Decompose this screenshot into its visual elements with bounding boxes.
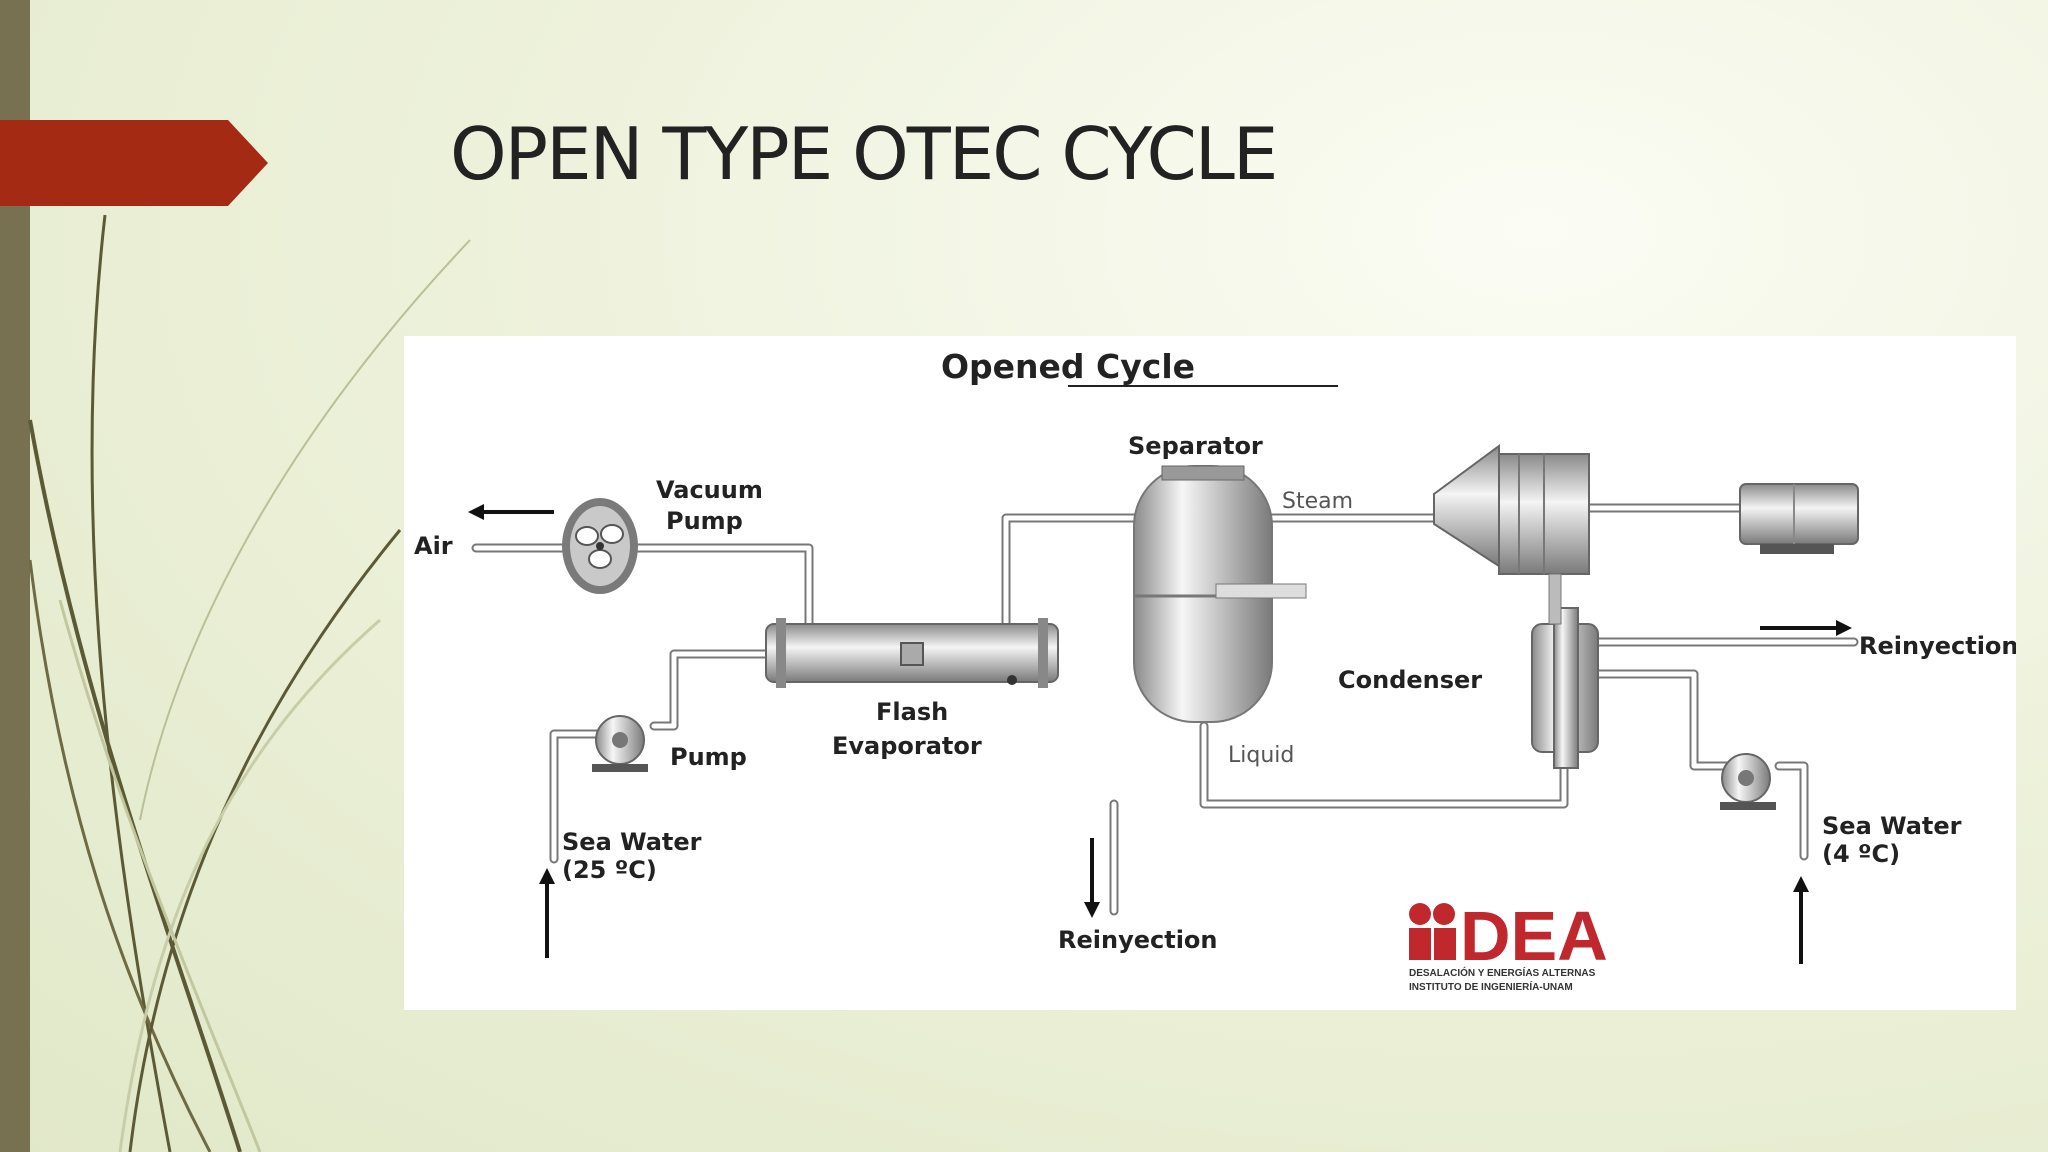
label-air: Air	[414, 532, 453, 560]
diagram-title: Opened Cycle	[941, 347, 1195, 386]
cold-water-pump-icon	[1720, 753, 1776, 810]
flow-arrows	[468, 504, 1852, 964]
otec-diagram-figure: Opened Cycle	[404, 336, 2016, 1010]
label-liquid: Liquid	[1228, 743, 1294, 768]
dea-logo-text: DEA	[1460, 897, 1608, 975]
turbine-icon	[1433, 444, 1590, 575]
label-flash-evaporator-2: Evaporator	[832, 732, 982, 760]
generator-icon	[1739, 483, 1859, 554]
dea-logo-line2: INSTITUTO DE INGENIERÍA-UNAM	[1409, 980, 1573, 993]
label-sea-water-cold-2: (4 ºC)	[1822, 840, 1900, 868]
label-steam: Steam	[1282, 489, 1353, 514]
label-flash-evaporator-1: Flash	[876, 698, 948, 726]
label-vacuum-pump-2: Pump	[666, 507, 743, 535]
label-separator: Separator	[1128, 432, 1263, 460]
decorative-grass-lines	[28, 214, 471, 1152]
label-reinyection-right: Reinyection	[1859, 632, 2016, 660]
condenser-icon	[1531, 573, 1599, 769]
dea-logo-line1: DESALACIÓN Y ENERGÍAS ALTERNAS	[1409, 966, 1596, 979]
pipes-inner	[473, 505, 1857, 914]
title-accent-tab	[0, 120, 268, 206]
label-sea-water-cold-1: Sea Water	[1822, 812, 1962, 840]
warm-water-pump-icon	[592, 715, 648, 772]
flash-evaporator-icon	[765, 618, 1059, 688]
otec-diagram: Opened Cycle	[414, 347, 2016, 993]
label-pump: Pump	[670, 743, 747, 771]
slide-title: OPEN TYPE OTEC CYCLE	[450, 112, 1278, 196]
separator-icon	[1133, 465, 1307, 723]
label-sea-water-warm-2: (25 ºC)	[562, 856, 657, 884]
label-vacuum-pump-1: Vacuum	[656, 476, 763, 504]
label-sea-water-warm-1: Sea Water	[562, 828, 702, 856]
dea-logo: DEA DESALACIÓN Y ENERGÍAS ALTERNAS INSTI…	[1409, 897, 1608, 993]
vacuum-pump-icon	[562, 498, 638, 594]
label-condenser: Condenser	[1338, 666, 1482, 694]
label-reinyection-bottom: Reinyection	[1058, 926, 1218, 954]
